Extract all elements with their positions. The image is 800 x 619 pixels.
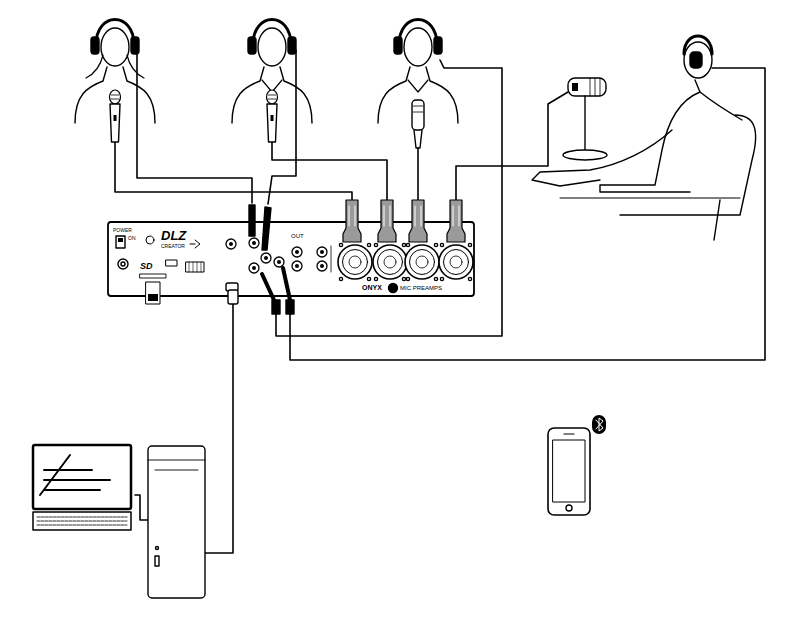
panel-label: CREATOR bbox=[160, 244, 186, 249]
panel-label: SD bbox=[139, 262, 154, 271]
panel-label: MIC PREAMPS bbox=[399, 285, 443, 291]
panel-label: ONYX bbox=[361, 284, 383, 291]
panel-label: ON bbox=[127, 236, 137, 241]
panel-label: DLZ bbox=[160, 229, 187, 242]
panel-label: POWER bbox=[112, 228, 133, 233]
panel-label: OUT bbox=[290, 233, 305, 239]
